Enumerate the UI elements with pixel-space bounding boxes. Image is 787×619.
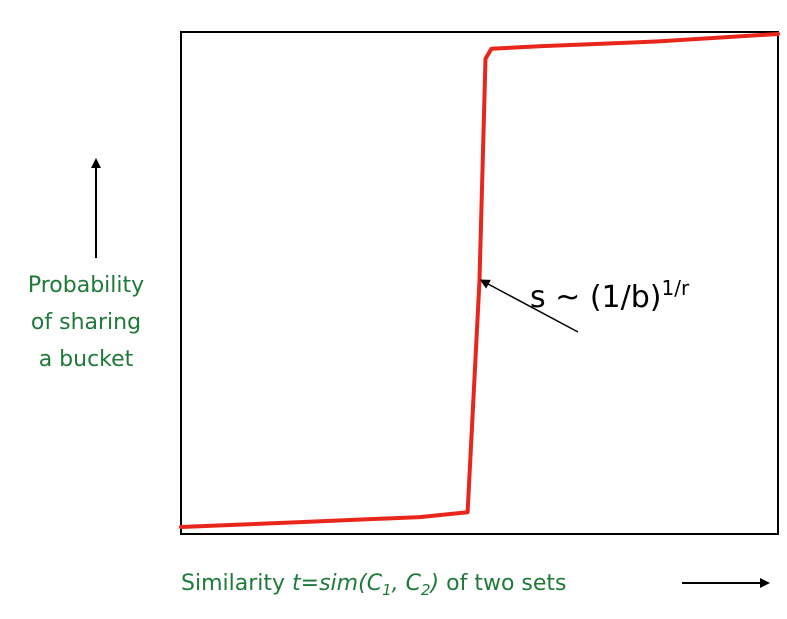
series-line: [179, 32, 780, 529]
annotation-formula-sup: 1/r: [661, 276, 689, 300]
annotation-arrow: [479, 279, 579, 333]
x-label-t: t: [292, 571, 302, 596]
x-label-open: (: [358, 571, 368, 596]
y-axis-label-line-1: Probability: [28, 273, 144, 298]
annotation-formula-base: s ~ (1/b): [530, 280, 661, 315]
annotation-formula: s ~ (1/b)1/r: [530, 276, 690, 315]
x-label-suffix: of two sets: [439, 571, 566, 596]
x-label-sub1: 1: [382, 581, 392, 599]
y-axis-label-line-2: of sharing: [31, 310, 141, 335]
x-label-sub2: 2: [421, 581, 431, 599]
x-label-prefix: Similarity: [181, 571, 292, 596]
y-axis-label-line-3: a bucket: [39, 347, 134, 372]
x-label-sim: sim: [319, 571, 358, 596]
x-label-c2: C: [406, 571, 422, 596]
plot-frame: [180, 31, 779, 535]
x-axis-label: Similarity t=sim(C1, C2) of two sets: [181, 571, 567, 599]
x-label-comma: ,: [392, 571, 406, 596]
x-label-eq: =: [301, 571, 319, 596]
x-label-c1: C: [367, 571, 383, 596]
x-label-close: ): [429, 571, 440, 596]
